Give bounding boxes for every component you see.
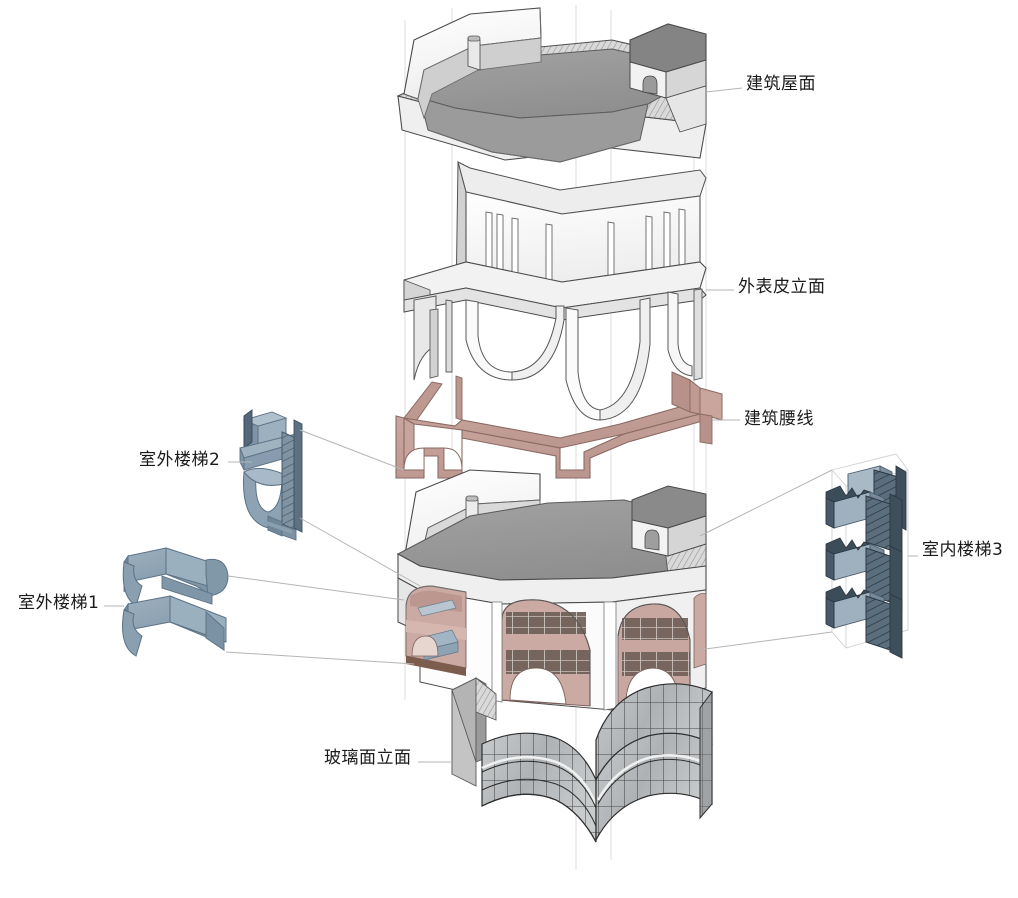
component-outer-skin <box>403 161 707 421</box>
label-roof: 建筑屋面 <box>746 74 816 94</box>
label-indoor-stair-3: 室内楼梯3 <box>922 540 1004 560</box>
label-glass-facade: 玻璃面立面 <box>324 748 412 768</box>
component-outdoor-stair-1 <box>122 547 229 657</box>
label-outer-skin: 外表皮立面 <box>738 277 826 297</box>
component-glass-facade <box>451 677 713 843</box>
label-outdoor-stair-2: 室外楼梯2 <box>139 450 221 470</box>
component-roof <box>396 7 707 163</box>
leader-lines <box>104 87 918 763</box>
component-waistline <box>395 371 723 479</box>
label-outdoor-stair-1: 室外楼梯1 <box>18 593 100 613</box>
component-outdoor-stair-2 <box>239 409 303 541</box>
component-indoor-stair-3 <box>825 453 909 659</box>
component-building-core <box>396 469 707 711</box>
label-waistline: 建筑腰线 <box>744 409 814 429</box>
